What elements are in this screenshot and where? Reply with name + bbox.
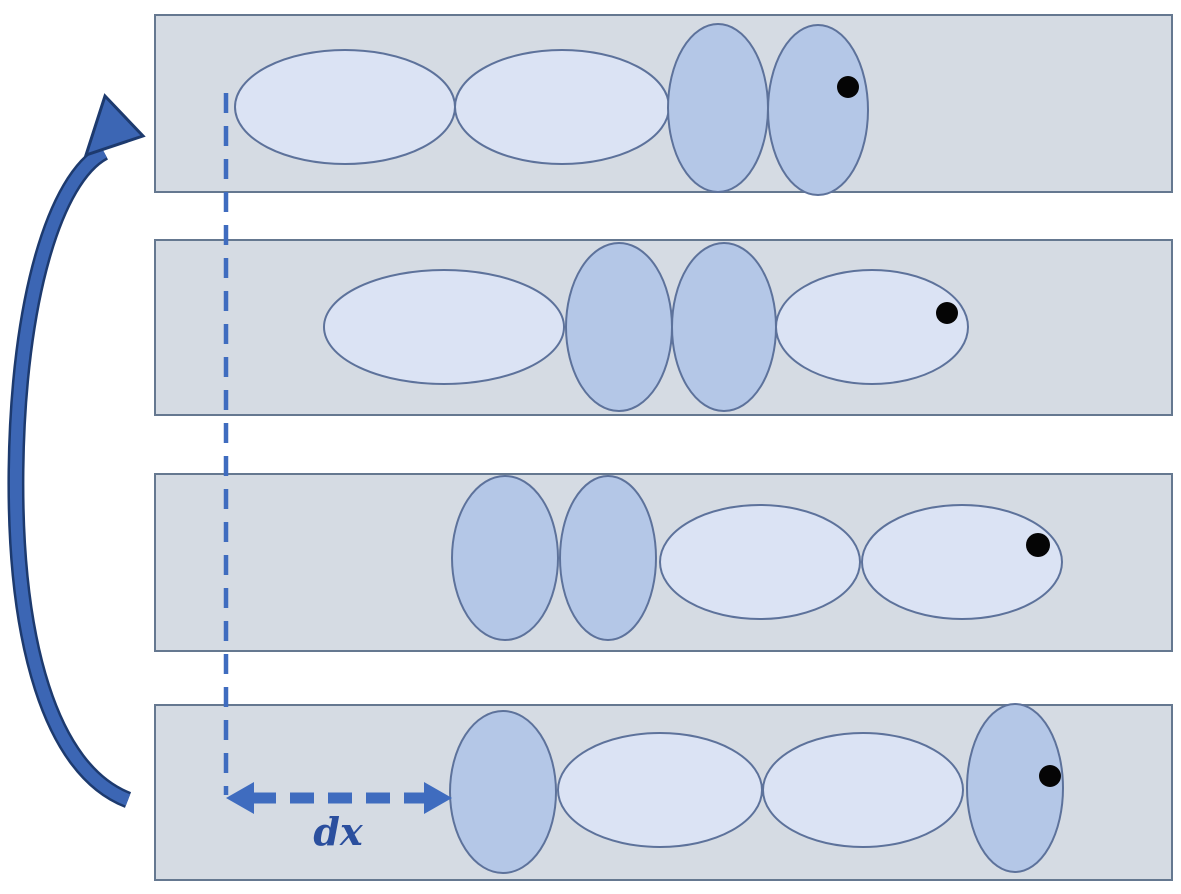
cycle-arrow-tail <box>9 146 131 806</box>
tracked-particle-dot-row3 <box>1026 533 1050 557</box>
molecule-light-row2 <box>323 269 565 385</box>
molecule-dark-row2 <box>565 242 673 412</box>
molecule-light-row3 <box>659 504 861 620</box>
molecule-dark-row2 <box>671 242 777 412</box>
molecule-dark-row3 <box>451 475 559 641</box>
molecule-light-row3 <box>861 504 1063 620</box>
molecule-light-row4 <box>557 732 763 848</box>
molecule-dark-row3 <box>559 475 657 641</box>
molecule-light-row2 <box>775 269 969 385</box>
molecule-dark-row4 <box>449 710 557 874</box>
molecule-dark-row1 <box>767 24 869 196</box>
molecule-light-row1 <box>454 49 670 165</box>
molecule-light-row1 <box>234 49 456 165</box>
cycle-arrow-head-icon <box>83 93 146 158</box>
molecule-dark-row1 <box>667 23 769 193</box>
tracked-particle-dot-row4 <box>1039 765 1061 787</box>
tracked-particle-dot-row1 <box>837 76 859 98</box>
molecule-light-row4 <box>762 732 964 848</box>
molecule-dark-row4 <box>966 703 1064 873</box>
dx-arrow-left-head-icon <box>226 782 254 814</box>
dx-label: dx <box>313 809 364 854</box>
cycle-arrow-outline <box>7 144 132 808</box>
tracked-particle-dot-row2 <box>936 302 958 324</box>
dx-arrow-right-head-icon <box>424 782 452 814</box>
